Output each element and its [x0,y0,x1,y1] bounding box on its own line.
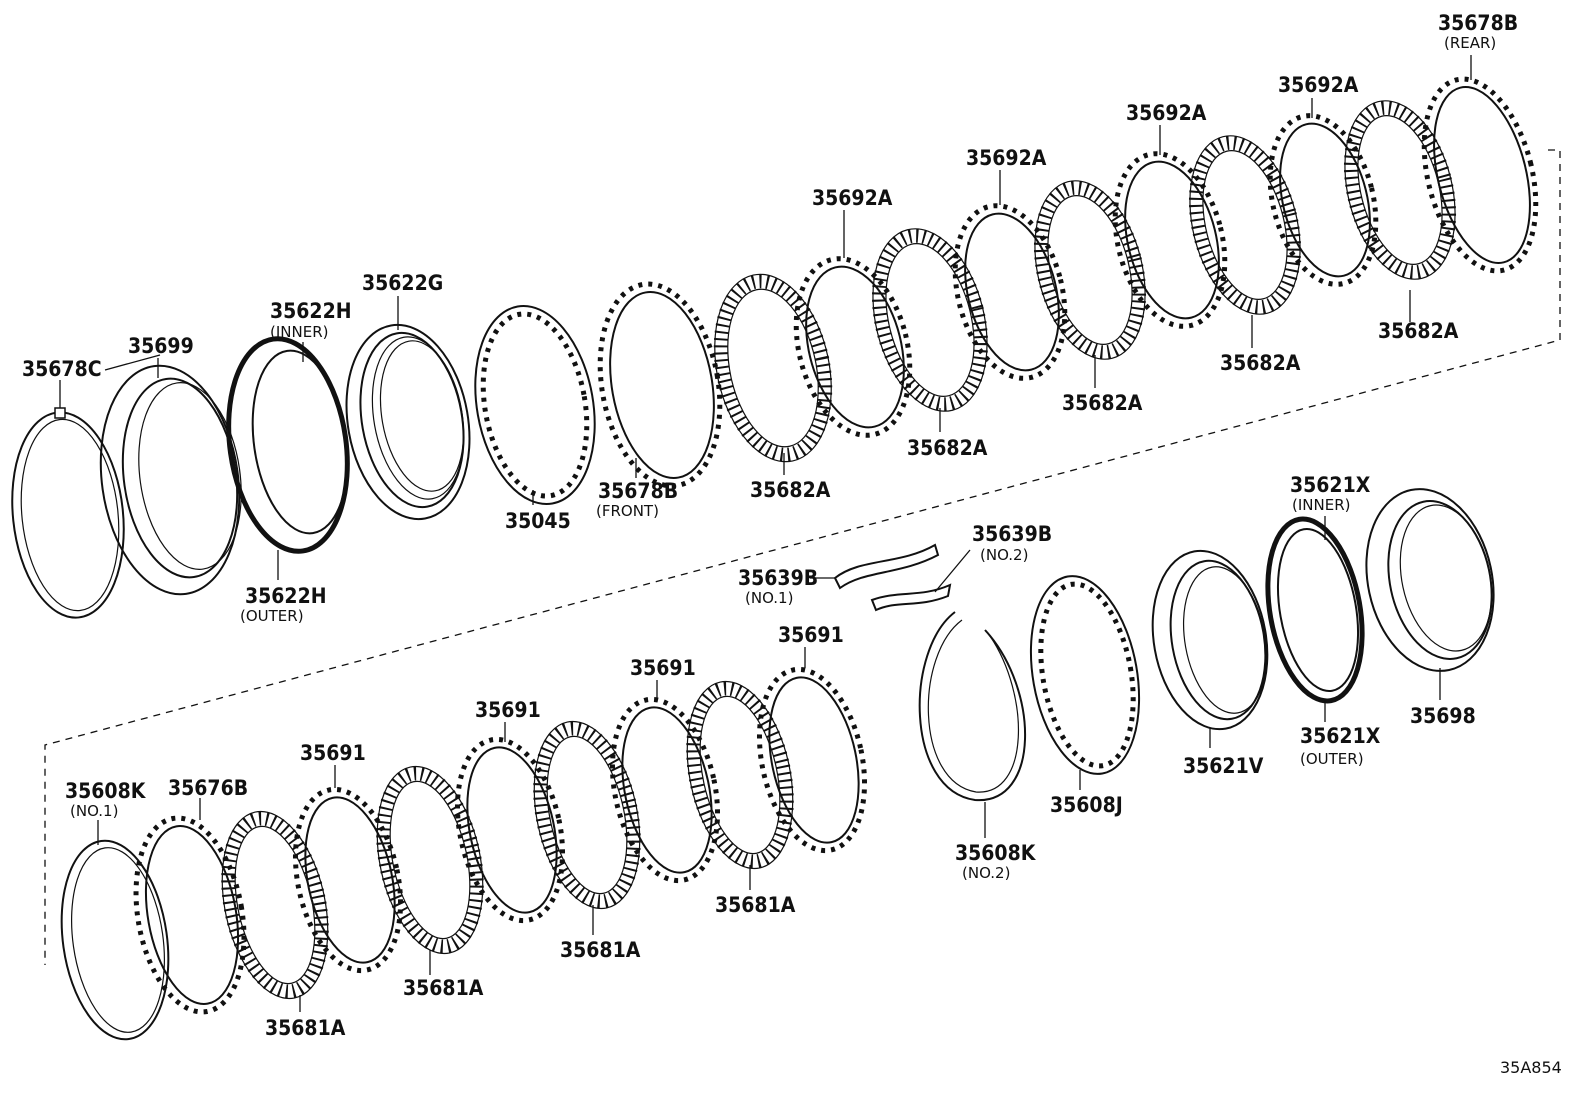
drum-35622G [345,323,471,521]
label-35691-1: 35691 [300,741,366,765]
label-35682A-4: 35682A [1220,351,1301,375]
seal-ring-35622H [226,336,350,554]
disc-35691-4 [756,666,868,854]
spring-retainer-35608J [1029,575,1141,775]
label-35678B-rear: 35678B [1438,11,1518,35]
label-35691-4: 35691 [778,623,844,647]
disc-35682A-2 [871,228,989,412]
label-35692A-4: 35692A [1278,73,1359,97]
seal-ring-35621X [1265,516,1365,704]
label-35621X-inner: 35621X [1290,473,1371,497]
disc-35691-2 [454,736,566,924]
disc-35681A-1 [221,810,329,1000]
label-35622H-inner: 35622H [270,299,352,323]
label-35045: 35045 [505,509,571,533]
disc-35682A-3 [1033,180,1147,360]
label-35698: 35698 [1410,704,1476,728]
group-outline [44,149,1561,965]
diagram-code: 35A854 [1500,1058,1562,1077]
label-35691-2: 35691 [475,698,541,722]
snap-ring-35608K-no2 [918,611,1027,802]
cylinder-35698 [1365,488,1495,672]
disc-35691-1 [292,786,404,974]
disc-35682A-1 [713,273,833,463]
plate-35678B-rear [1421,76,1539,274]
disc-35681A-3 [533,720,641,910]
label-35692A-1: 35692A [812,186,893,210]
label-35608K-no2: 35608K [955,841,1037,865]
disc-35692A-3 [1112,151,1228,329]
label-35678C: 35678C [22,357,102,381]
label-35622H-outer: 35622H [245,584,327,608]
label-35682A-1: 35682A [750,478,831,502]
note-35621X-outer: (OUTER) [1300,750,1364,768]
label-35681A-3: 35681A [560,938,641,962]
label-35682A-5: 35682A [1378,319,1459,343]
label-35678B-front: 35678B [598,479,678,503]
note-35622H-inner: (INNER) [270,323,328,341]
note-35639B-no2: (NO.2) [980,546,1028,564]
note-35678B-front: (FRONT) [596,502,659,520]
label-35692A-2: 35692A [966,146,1047,170]
label-35681A-1: 35681A [265,1016,346,1040]
disc-35692A-1 [793,256,913,438]
leader-lines [59,55,1472,1012]
disc-35692A-4 [1267,113,1379,287]
piston-35621V [1151,549,1269,731]
label-35608J: 35608J [1050,793,1123,817]
snap-ring-35608K-no1 [60,839,170,1041]
label-35682A-2: 35682A [907,436,988,460]
label-35622G: 35622G [362,271,443,295]
note-35678B-rear: (REAR) [1444,34,1496,52]
label-35699: 35699 [128,334,194,358]
spring-retainer-35045 [474,305,596,505]
label-35639B-no1: 35639B [738,566,818,590]
label-35691-3: 35691 [630,656,696,680]
spring-35639B-no2 [870,583,952,612]
label-35681A-4: 35681A [715,893,796,917]
note-35608K-no2: (NO.2) [962,864,1010,882]
label-35639B-no2: 35639B [972,522,1052,546]
disc-35682A-4 [1188,135,1302,315]
label-35681A-2: 35681A [403,976,484,1000]
note-35621X-inner: (INNER) [1292,496,1350,514]
note-35608K-no1: (NO.1) [70,802,118,820]
label-35621X-outer: 35621X [1300,724,1381,748]
plate-35676B [133,815,247,1015]
snap-ring-35678C [11,407,125,619]
note-35622H-outer: (OUTER) [240,607,304,625]
label-35621V: 35621V [1183,754,1264,778]
note-35639B-no1: (NO.1) [745,589,793,607]
label-35682A-3: 35682A [1062,391,1143,415]
plate-35678B-front [597,281,723,489]
disc-35681A-2 [376,765,484,955]
spring-35639B-no1 [833,543,940,590]
label-35692A-3: 35692A [1126,101,1207,125]
disc-35692A-2 [952,203,1068,381]
disc-35681A-4 [686,680,794,870]
disc-35691-3 [609,696,721,884]
label-35676B: 35676B [168,776,248,800]
disc-35682A-5 [1343,100,1457,280]
label-35608K-no1: 35608K [65,779,147,803]
